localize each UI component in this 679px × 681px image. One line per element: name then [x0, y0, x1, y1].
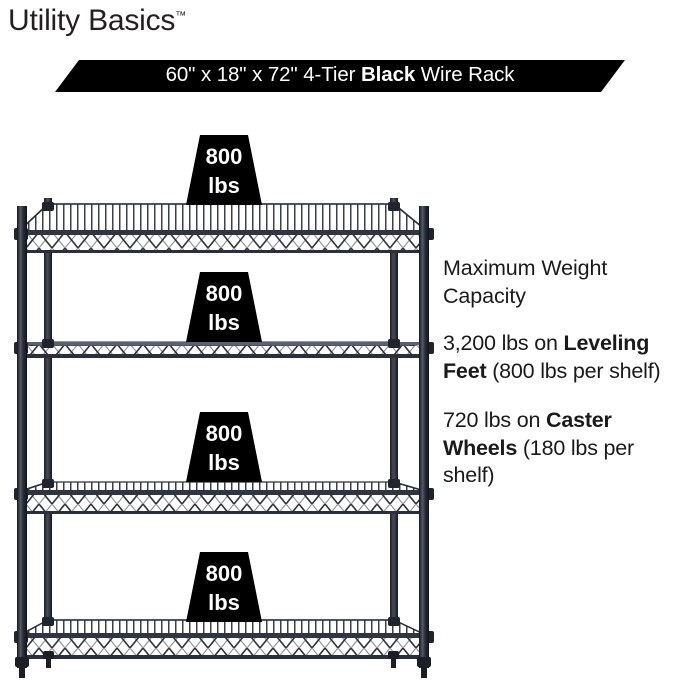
badge-weight-value: 800	[206, 144, 243, 169]
product-title-banner: 60" x 18" x 72" 4-Tier Black Wire Rack	[55, 60, 625, 92]
banner-color-word: Black	[360, 62, 416, 86]
shelf-3	[14, 479, 434, 514]
weight-badge-shelf-3: 800 lbs	[186, 412, 262, 482]
capacity-emphasis: Caster Wheels	[443, 408, 612, 460]
banner-dimensions: 60" x 18" x 72" 4-Tier	[165, 62, 361, 86]
weight-badge-shelf-1: 800 lbs	[186, 135, 262, 205]
shelf-4	[14, 617, 434, 659]
badge-weight-unit: lbs	[208, 450, 240, 475]
rack-drawing: 800 lbs 800 lbs 800 lbs 800 lbs	[14, 135, 434, 678]
capacity-lead: 720 lbs on	[443, 408, 546, 433]
brand-title: Utility Basics™	[8, 4, 186, 38]
banner-text: 60" x 18" x 72" 4-Tier Black Wire Rack	[166, 65, 515, 86]
trademark-symbol: ™	[175, 10, 187, 22]
badge-weight-value: 800	[206, 561, 243, 586]
leveling-feet	[15, 651, 431, 678]
badge-weight-value: 800	[206, 281, 243, 306]
badge-weight-unit: lbs	[208, 310, 240, 335]
badge-weight-value: 800	[206, 421, 243, 446]
capacity-panel: Maximum Weight Capacity 3,200 lbs on Lev…	[443, 255, 679, 490]
capacity-lead: 3,200 lbs on	[443, 331, 564, 356]
capacity-trail: (800 lbs per shelf)	[486, 358, 661, 383]
weight-badge-shelf-4: 800 lbs	[186, 552, 262, 622]
capacity-heading: Maximum Weight Capacity	[443, 256, 608, 308]
capacity-leveling-feet: 3,200 lbs on Leveling Feet (800 lbs per …	[443, 330, 679, 385]
front-posts	[17, 206, 429, 668]
capacity-caster-wheels: 720 lbs on Caster Wheels (180 lbs per sh…	[443, 407, 679, 490]
brand-name: Utility Basics	[8, 4, 176, 37]
banner-product-name: Wire Rack	[415, 62, 515, 86]
capacity-emphasis: Leveling Feet	[443, 331, 650, 383]
wire-rack-illustration: 800 lbs 800 lbs 800 lbs 800 lbs	[0, 120, 450, 681]
rear-posts	[44, 198, 398, 654]
weight-badge-shelf-2: 800 lbs	[186, 272, 262, 342]
badge-weight-unit: lbs	[208, 173, 240, 198]
capacity-trail: (180 lbs per shelf)	[443, 435, 634, 488]
shelf-1	[14, 202, 434, 253]
badge-weight-unit: lbs	[208, 590, 240, 615]
